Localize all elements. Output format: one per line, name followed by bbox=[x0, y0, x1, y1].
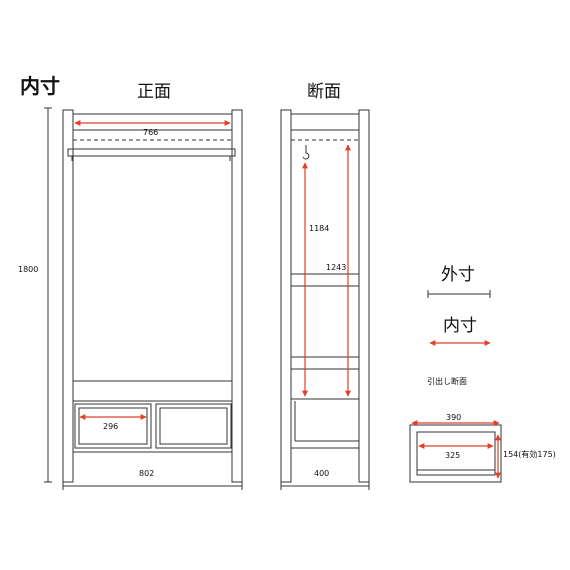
section-back-post bbox=[358, 109, 370, 483]
inner-dimensions-title: 内寸 bbox=[20, 74, 60, 98]
legend-inner-label: 内寸 bbox=[443, 316, 477, 336]
drawer-right-inner bbox=[159, 407, 228, 445]
dim-drawer-inner-depth-label: 325 bbox=[445, 451, 460, 460]
dim-total-width bbox=[62, 482, 243, 490]
dim-total-height bbox=[44, 107, 52, 483]
dim-inner-width-label: 766 bbox=[143, 128, 158, 137]
section-front-post bbox=[280, 109, 292, 483]
section-view bbox=[280, 109, 370, 483]
front-view bbox=[62, 109, 243, 483]
drawer-section-title: 引出し断面 bbox=[427, 376, 467, 386]
hanger-hook bbox=[302, 145, 310, 160]
drawer-left bbox=[74, 403, 152, 449]
drawer-right bbox=[155, 403, 232, 449]
legend-outer-label: 外寸 bbox=[441, 265, 475, 285]
section-lower-shelf bbox=[290, 356, 360, 370]
front-view-title: 正面 bbox=[137, 82, 171, 102]
hanging-rail bbox=[67, 148, 236, 157]
dim-total-height-label: 1800 bbox=[18, 265, 38, 274]
dim-drawer-width-label: 296 bbox=[103, 422, 118, 431]
dim-rail-to-bottom: 1243 bbox=[326, 144, 351, 397]
dim-depth bbox=[280, 482, 370, 490]
front-right-post bbox=[231, 109, 243, 483]
section-middle-shelf bbox=[290, 273, 360, 287]
dim-rail-to-shelf: 1184 bbox=[302, 162, 329, 397]
dim-depth-label: 400 bbox=[314, 469, 329, 478]
front-left-post bbox=[62, 109, 74, 483]
dim-total-width-label: 802 bbox=[139, 469, 154, 478]
front-top-frame bbox=[72, 113, 233, 131]
legend-outer-symbol bbox=[427, 290, 491, 298]
dim-inner-width: 766 bbox=[74, 120, 231, 137]
dim-rail-to-shelf-label: 1184 bbox=[309, 224, 329, 233]
dim-drawer-outer-depth-label: 390 bbox=[446, 413, 461, 422]
dim-drawer-width: 296 bbox=[79, 414, 147, 431]
section-view-title: 断面 bbox=[307, 82, 341, 102]
drawer-left-inner bbox=[78, 407, 148, 445]
dim-rail-to-bottom-label: 1243 bbox=[326, 263, 346, 272]
dim-drawer-height-label: 154(有効175) bbox=[503, 449, 556, 459]
